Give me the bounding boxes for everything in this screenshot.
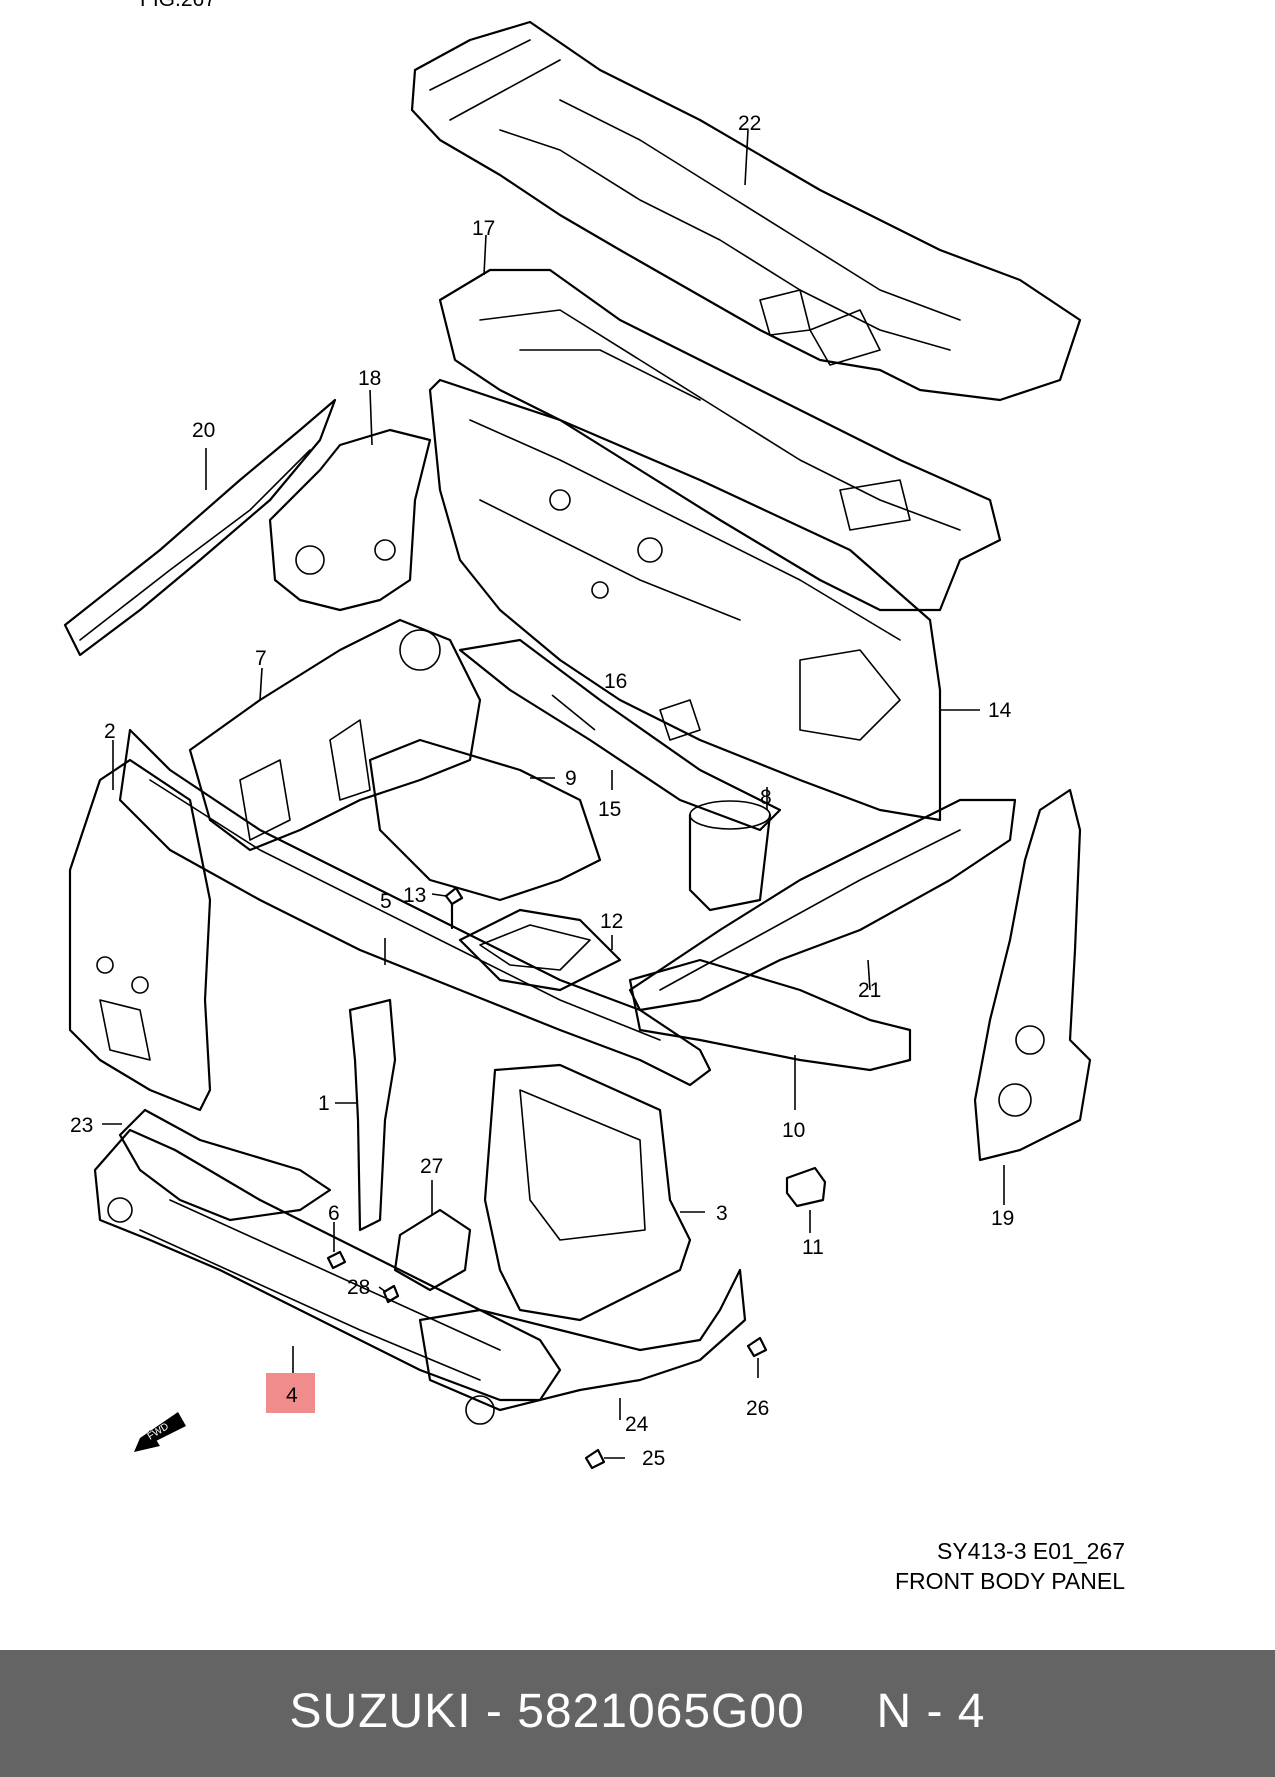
- part-27-bracket: [393, 1208, 472, 1292]
- part-23-24-extensions: [118, 1108, 747, 1412]
- part-10-side-member-right: [628, 958, 912, 1072]
- callout-11: 11: [802, 1236, 824, 1259]
- callout-10: 10: [782, 1119, 805, 1142]
- callout-16: 16: [604, 670, 627, 693]
- part-20-apron-upper-left: [63, 398, 337, 657]
- part-21-apron-upper-right: [628, 798, 1017, 1012]
- part-1-vertical-brace: [348, 998, 397, 1232]
- part-12-battery-tray: [458, 908, 622, 992]
- callout-7: 7: [255, 647, 267, 670]
- callout-25: 25: [642, 1447, 665, 1470]
- part-number-footer: SUZUKI - 5821065G00 N - 4: [289, 1685, 986, 1738]
- callout-23: 23: [70, 1114, 93, 1137]
- part-28-bolt: [382, 1284, 400, 1304]
- callout-12: 12: [600, 910, 623, 933]
- fwd-arrow-icon: FWD: [134, 1412, 186, 1452]
- figure-title-top: FIG.267: [140, 0, 216, 11]
- part-3-headlamp-housing: [483, 1063, 692, 1322]
- footer-bar: SUZUKI - 5821065G00 N - 4: [0, 1650, 1275, 1777]
- highlight-box: [266, 1373, 315, 1413]
- callout-24: 24: [625, 1413, 649, 1436]
- callout-22: 22: [738, 112, 761, 135]
- part-5-upper-support: [118, 728, 712, 1087]
- callout-18: 18: [358, 367, 381, 390]
- part-2-wheelhouse-left: [68, 758, 212, 1112]
- part-11-pad: [785, 1166, 827, 1208]
- callout-6: 6: [328, 1202, 340, 1225]
- part-13-bolt: [444, 886, 464, 930]
- diagram-caption: FRONT BODY PANEL: [894, 1568, 1125, 1594]
- fasteners: [326, 886, 768, 1470]
- part-7-apron-left: [188, 618, 482, 852]
- drawing-code: SY413-3 E01_267: [937, 1538, 1125, 1564]
- callout-27: 27: [420, 1155, 443, 1178]
- callout-1: 1: [318, 1092, 330, 1115]
- callout-28: 28: [347, 1276, 370, 1299]
- callout-5: 5: [380, 890, 392, 913]
- part-6-bolt: [326, 1250, 347, 1270]
- callout-20: 20: [192, 419, 215, 442]
- callout-2: 2: [104, 720, 116, 743]
- leader-lines: [102, 129, 1005, 1459]
- part-26-clip: [746, 1336, 768, 1358]
- callout-4: 4: [286, 1384, 298, 1407]
- part-8-strut-tower-right: [688, 800, 772, 912]
- callout-15: 15: [598, 798, 621, 821]
- callout-8: 8: [760, 786, 772, 809]
- part-22-cowl-panel: [410, 20, 1082, 402]
- callout-labels: 22 17 18 20 7 2 16 14 9 15 8 13 5 12 21 …: [70, 112, 1014, 1470]
- callout-21: 21: [858, 979, 881, 1002]
- part-25-bolt: [584, 1448, 606, 1470]
- callout-9: 9: [565, 767, 577, 790]
- callout-26: 26: [746, 1397, 769, 1420]
- callout-14: 14: [988, 699, 1012, 722]
- part-17-cowl-lower: [438, 268, 1002, 612]
- callout-19: 19: [991, 1207, 1014, 1230]
- callout-13: 13: [403, 884, 426, 907]
- part-14-dash-panel: [428, 378, 942, 822]
- part-4-lower-support: [93, 1128, 562, 1425]
- part-19-fender-apron-right: [973, 788, 1092, 1162]
- callout-3: 3: [716, 1202, 728, 1225]
- callout-17: 17: [472, 217, 495, 240]
- parts-diagram: FIG.267: [63, 0, 1092, 1470]
- part-18-strut-support: [268, 428, 432, 612]
